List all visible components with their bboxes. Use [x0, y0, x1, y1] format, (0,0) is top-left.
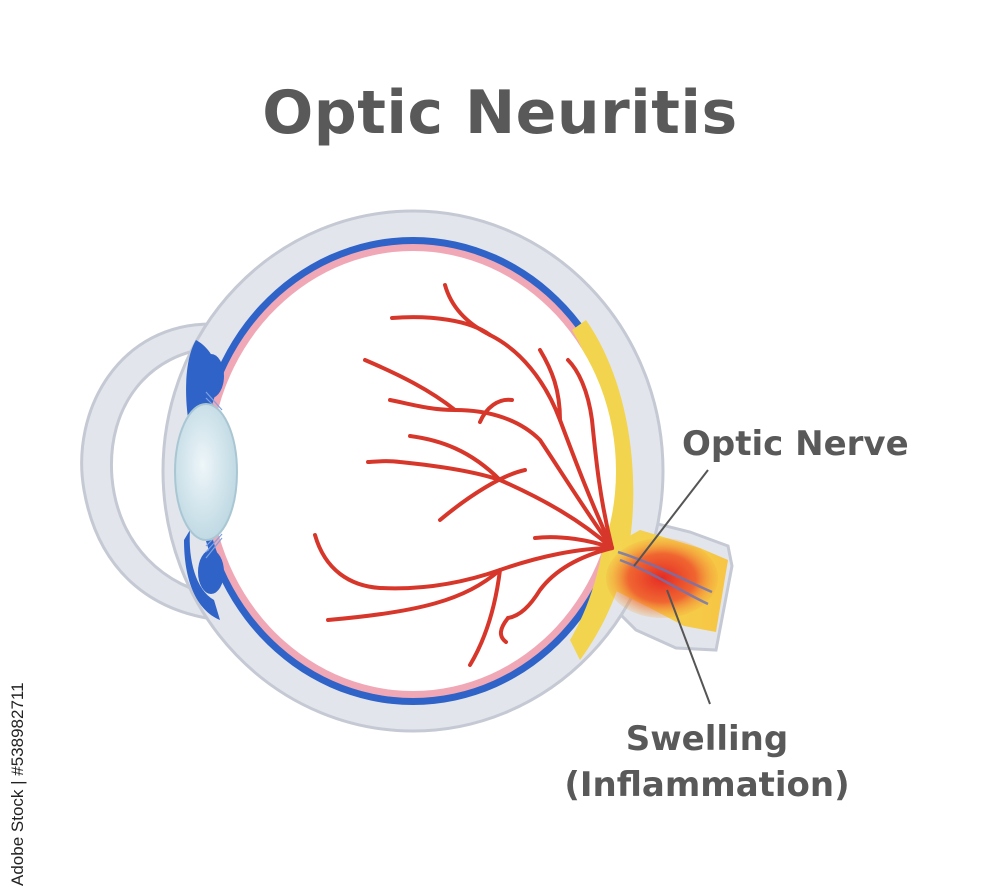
swelling-leader-line — [666, 589, 711, 705]
nerve-fibers — [617, 550, 713, 606]
swelling-label: Swelling (Inflammation) — [552, 716, 862, 808]
swelling-label-line1: Swelling — [625, 719, 789, 759]
optic-nerve-label: Optic Nerve — [682, 424, 909, 464]
lens — [174, 403, 238, 541]
page-title: Optic Neuritis — [262, 78, 738, 148]
swelling-label-line2: (Inflammation) — [564, 765, 850, 805]
ciliary-upper-blob — [198, 354, 224, 398]
ciliary-lower-blob — [198, 550, 224, 594]
stock-watermark: Adobe Stock | #538982711 — [4, 660, 28, 888]
vitreous-body — [210, 251, 616, 691]
retinal-vessels — [313, 283, 614, 667]
optic-nerve-leader-line — [633, 469, 709, 567]
stock-id-text: Adobe Stock | #538982711 — [8, 682, 27, 886]
ciliary-body-lower — [184, 530, 220, 620]
inflammation-area — [606, 538, 718, 618]
